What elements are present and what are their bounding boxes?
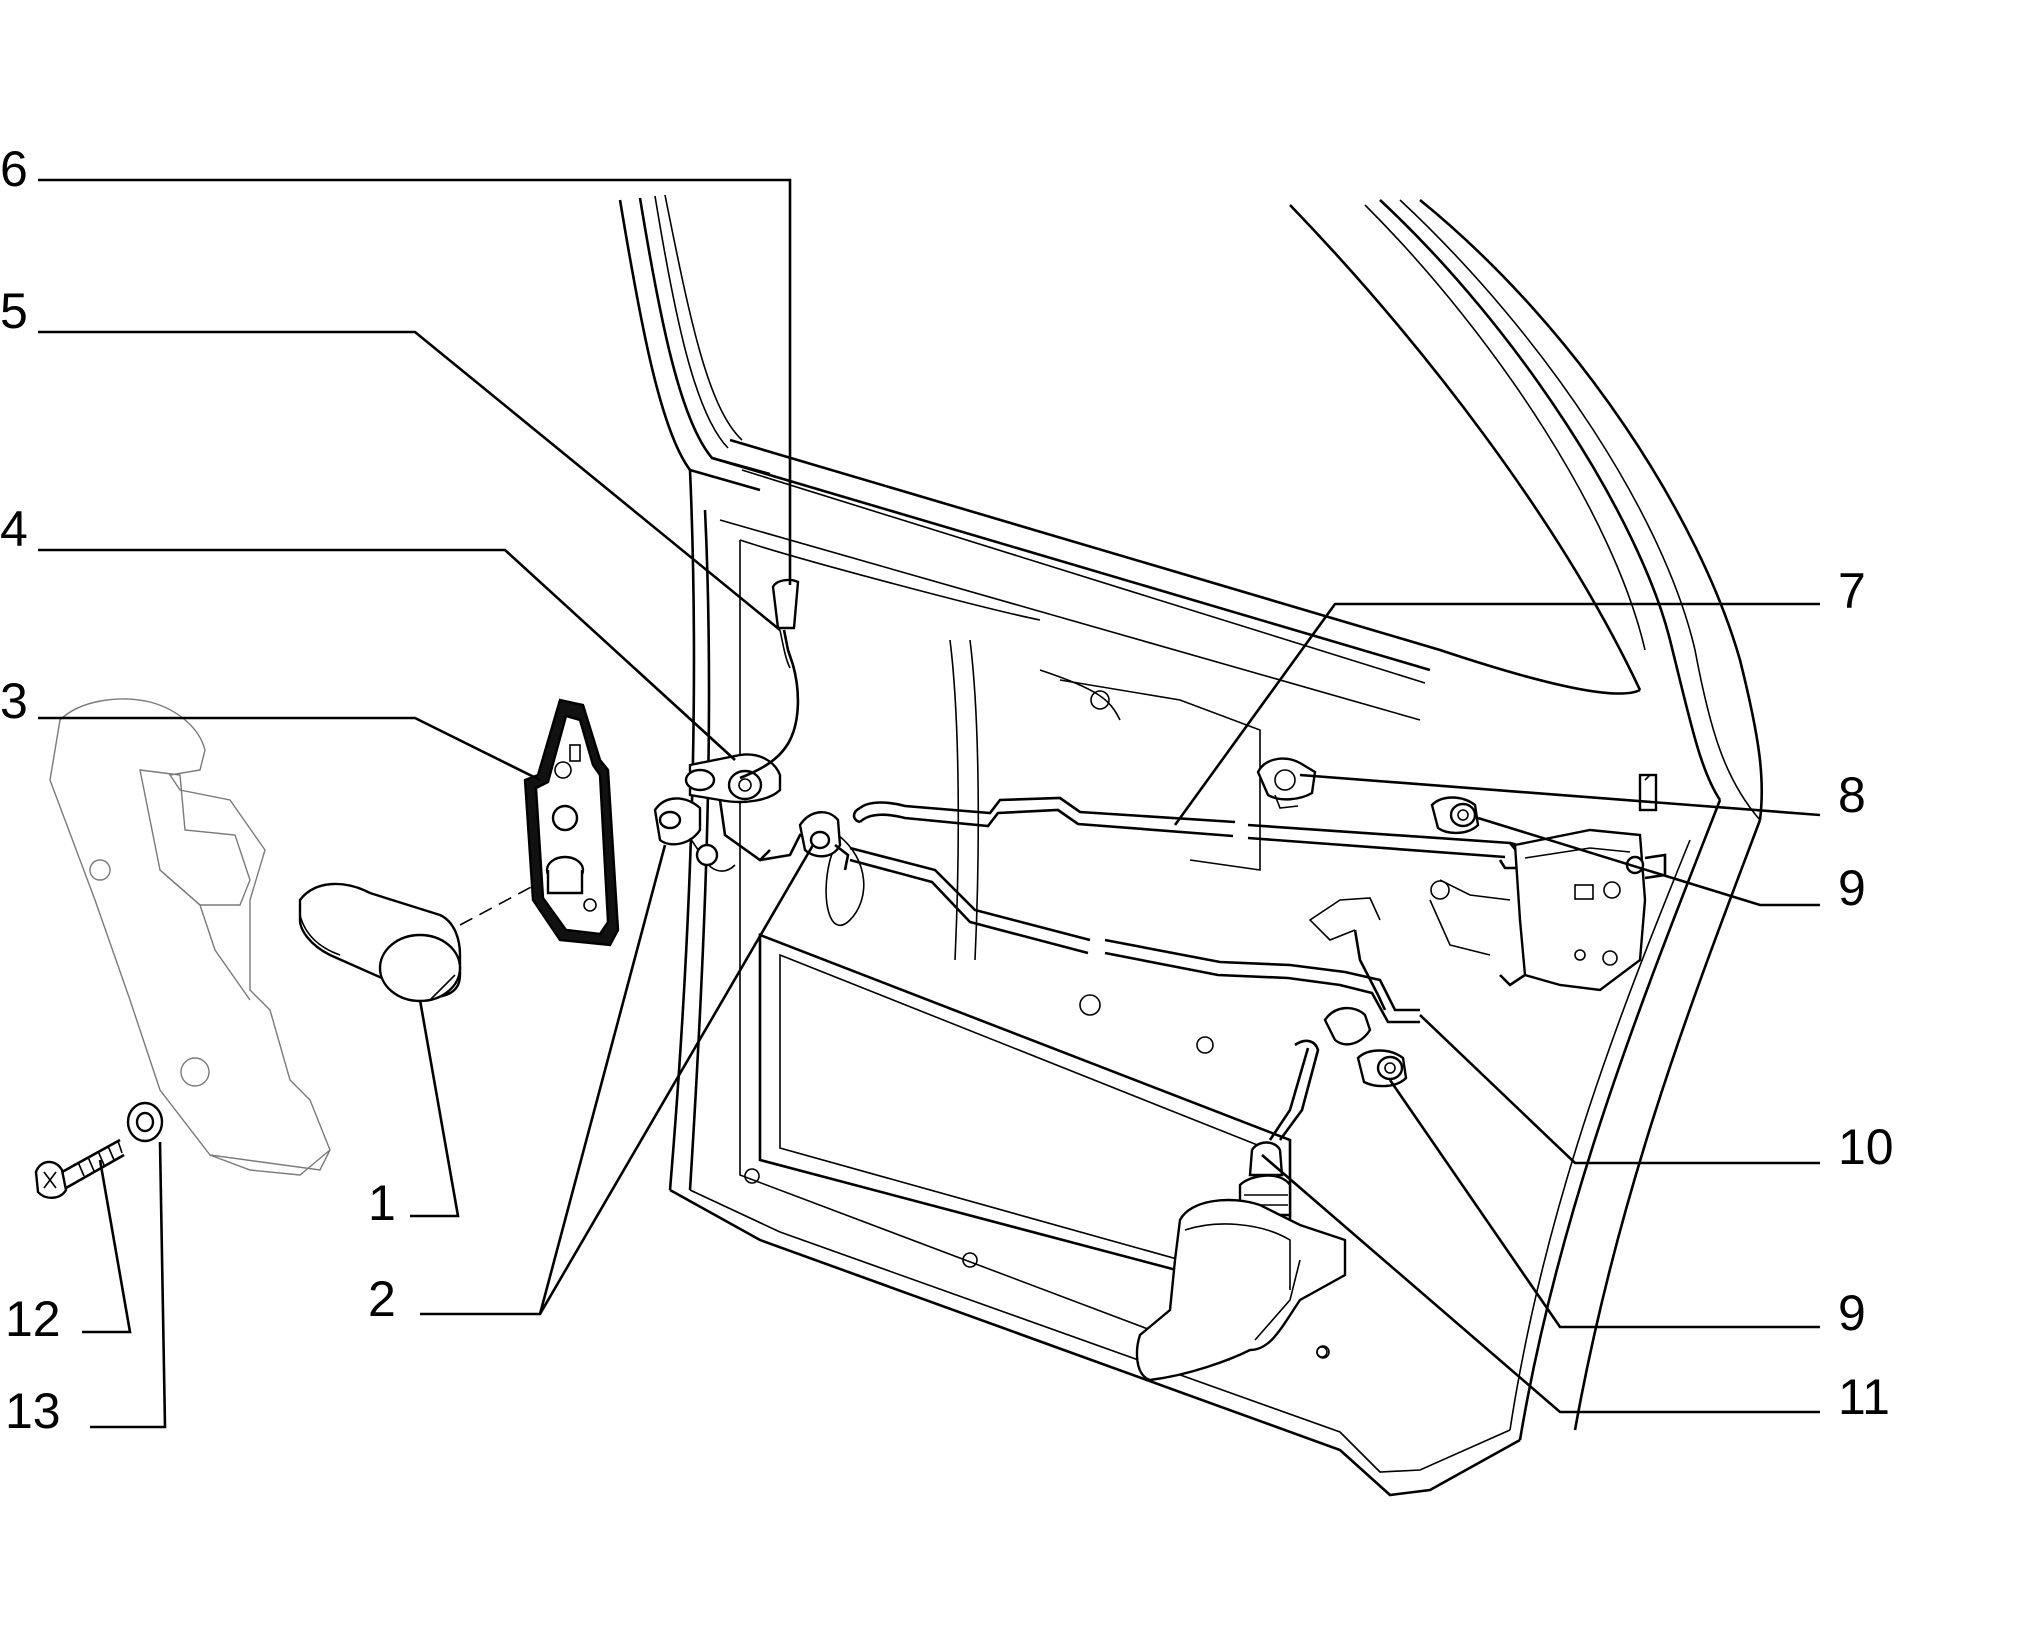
part-11-lock-actuator: [1135, 1039, 1347, 1382]
callout-12: 12: [5, 1291, 61, 1347]
callout-3: 3: [0, 673, 28, 729]
door-panel-outline: [618, 194, 1764, 1497]
part-13-washer: [126, 1101, 164, 1143]
part-4-lever-mechanism: [653, 753, 850, 872]
part-10-lock-rod: [1308, 897, 1387, 1046]
part-12-screw: [34, 1138, 125, 1199]
callout-11: 11: [1838, 1369, 1890, 1425]
callout-leader-lines: [38, 178, 1821, 1429]
callout-1: 1: [368, 1175, 396, 1231]
part-6-lock-button-rod: [739, 578, 800, 780]
callout-8: 8: [1838, 767, 1866, 823]
part-8-rod-clip: [1256, 757, 1317, 809]
callout-2: 2: [368, 1271, 396, 1327]
callout-9-lower: 9: [1838, 1285, 1866, 1341]
callout-9-upper: 9: [1838, 860, 1866, 916]
part-7-linkage-rods: [849, 796, 1527, 1024]
part-3-inner-trim-bezel: [49, 698, 331, 1176]
part-9-rod-guide-lower: [1356, 1049, 1408, 1088]
callout-13: 13: [5, 1383, 61, 1439]
part-1-inner-handle-lever: [298, 882, 536, 1003]
part-3-handle-housing-plate: [523, 698, 620, 947]
callout-10: 10: [1838, 1119, 1894, 1175]
callout-5: 5: [0, 283, 28, 339]
part-9-rod-guide-upper: [1430, 796, 1480, 835]
callout-6: 6: [0, 141, 28, 197]
callout-labels: 6 5 4 3 1 2 12 13 7 8 9 10 9 11: [0, 141, 1894, 1439]
callout-4: 4: [0, 501, 28, 557]
callout-7: 7: [1838, 563, 1866, 619]
